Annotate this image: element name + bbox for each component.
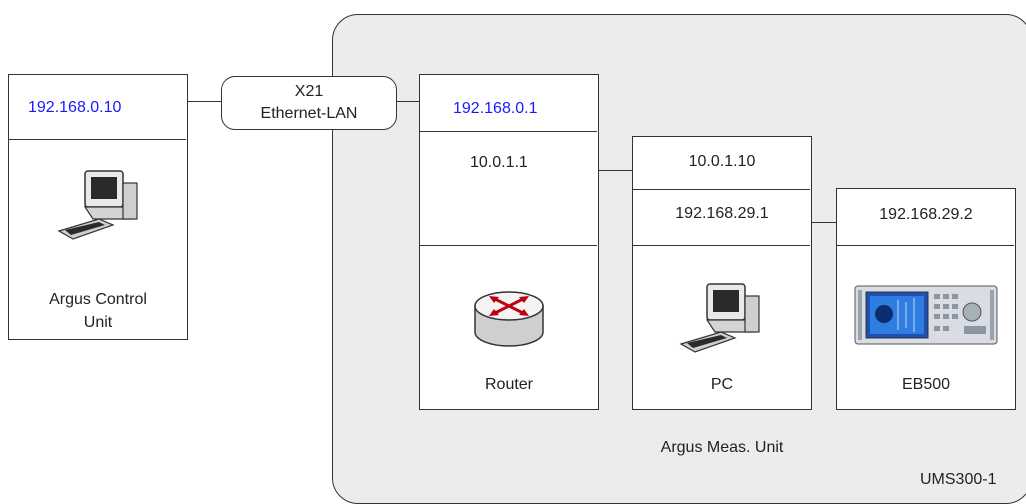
computer-icon (679, 283, 760, 353)
computer-icon (57, 170, 138, 240)
ethernet-lan-link (221, 76, 397, 130)
meas-unit-label: Argus Meas. Unit (660, 439, 784, 456)
router-ip-external: 192.168.0.1 (453, 100, 538, 117)
lan-label-line1: X21 (294, 83, 324, 100)
pc-box (632, 136, 812, 410)
system-label: UMS300-1 (920, 471, 997, 488)
control-unit-label-line1: Argus Control (49, 291, 147, 308)
divider (420, 245, 597, 246)
lan-label-line2: Ethernet-LAN (260, 105, 358, 122)
pc-ip-internal: 10.0.1.10 (688, 153, 756, 170)
eb500-ip: 192.168.29.2 (879, 206, 973, 223)
pc-ip-device: 192.168.29.1 (675, 205, 769, 222)
router-label: Router (484, 376, 534, 393)
connector-router-to-pc (598, 170, 632, 171)
control-unit-ip: 192.168.0.10 (28, 99, 122, 116)
router-box (419, 74, 599, 410)
pc-label: PC (710, 376, 734, 393)
connector-control-to-lan (187, 101, 221, 102)
divider (633, 245, 810, 246)
router-ip-internal: 10.0.1.1 (470, 154, 528, 171)
divider (633, 189, 810, 190)
connector-lan-to-router (397, 101, 419, 102)
divider (837, 245, 1014, 246)
connector-pc-to-eb500 (810, 222, 836, 223)
receiver-device-icon (854, 285, 998, 345)
divider (420, 131, 597, 132)
router-icon (474, 291, 544, 347)
divider (9, 139, 186, 140)
control-unit-label-line2: Unit (83, 314, 113, 331)
eb500-label: EB500 (901, 376, 951, 393)
